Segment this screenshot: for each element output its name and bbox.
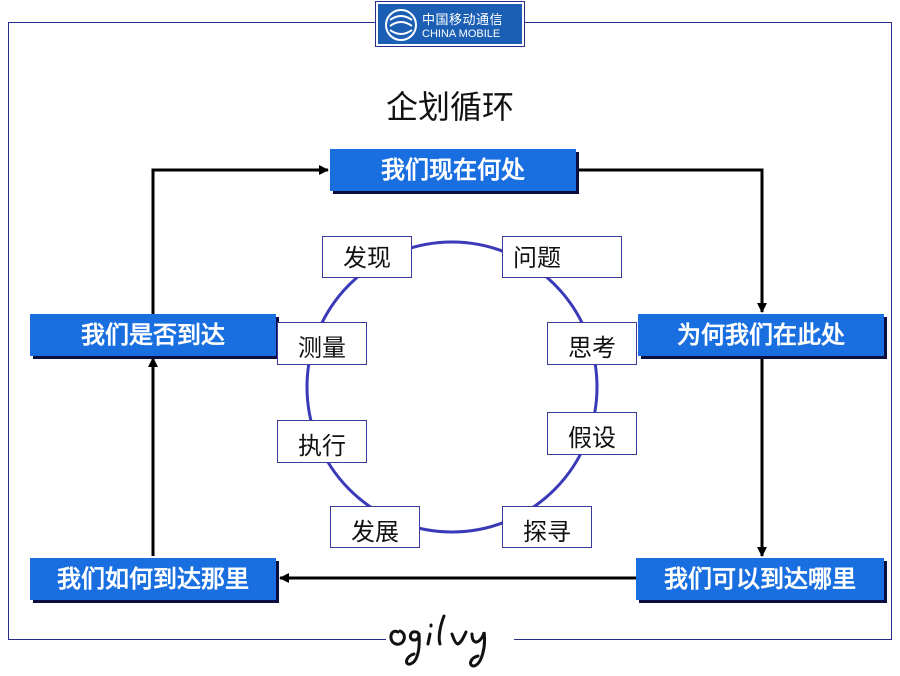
ogilvy-signature-icon (389, 614, 486, 668)
logo-english-text: CHINA MOBILE (422, 28, 501, 40)
page-title: 企划循环 (385, 88, 514, 126)
ring-label-discover: 发现 (322, 236, 412, 278)
box-are-we-getting-there: 我们是否到达 (30, 314, 276, 356)
ogilvy-signature-logo (386, 606, 514, 672)
ring-label-explore: 探寻 (502, 506, 592, 548)
ring-label-execute: 执行 (277, 420, 367, 463)
box-where-are-we: 我们现在何处 (330, 149, 576, 191)
ring-label-think: 思考 (547, 322, 637, 365)
box-how-do-we-get-there: 我们如何到达那里 (30, 558, 276, 600)
china-mobile-logo: 中国移动通信 CHINA MOBILE (375, 1, 525, 47)
ring-label-develop: 发展 (330, 506, 420, 548)
box-where-could-we-be: 我们可以到达哪里 (636, 558, 884, 600)
ring-label-question: 问题 (502, 236, 622, 278)
box-why-are-we-here: 为何我们在此处 (638, 314, 884, 356)
cycle-ring (305, 240, 599, 534)
arrow-left-to-top (151, 165, 329, 314)
china-mobile-logo-icon (385, 9, 417, 41)
ring-label-measure: 测量 (277, 322, 367, 365)
arrow-top-to-right (578, 168, 767, 313)
logo-chinese-text: 中国移动通信 (422, 13, 504, 28)
ring-label-hypothesis: 假设 (547, 412, 637, 455)
